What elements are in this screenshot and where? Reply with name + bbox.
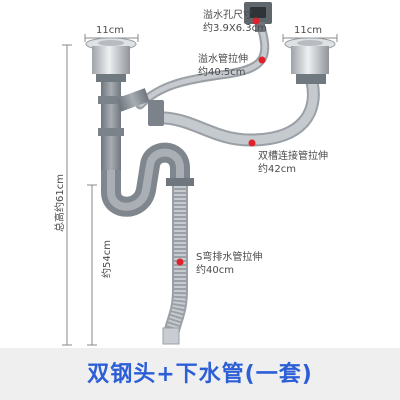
s-trap-pipe-value: 约40cm (196, 265, 234, 276)
s-trap-pipe-title: S弯排水管拉伸 (196, 252, 263, 263)
right-sink-width-label: 11cm (294, 25, 322, 36)
marker-s-trap-pipe (176, 258, 184, 266)
marker-overflow-pipe (258, 56, 266, 64)
trap-height-dimension (87, 184, 97, 346)
overflow-hole-size-title: 溢水孔尺寸 (203, 10, 253, 21)
overflow-hole-size-value: 约3.9X6.3cm (203, 23, 267, 34)
marker-double-sink-pipe (248, 139, 256, 147)
trap-height-label: 约54cm (102, 240, 113, 278)
marker-overflow-hole (252, 17, 260, 25)
left-sink-width-label: 11cm (96, 25, 124, 36)
product-banner: 双钢头+下水管(一套) (0, 348, 400, 400)
right-sink-strainer (284, 37, 336, 84)
left-sink-strainer (85, 37, 137, 82)
banner-title: 双钢头+下水管(一套) (87, 362, 313, 387)
overflow-pipe-value: 约40.5cm (198, 67, 246, 78)
double-sink-pipe-value: 约42cm (258, 164, 296, 175)
left-drain-pipe (98, 82, 164, 172)
overflow-pipe-title: 溢水管拉伸 (198, 54, 248, 65)
overflow-box (244, 2, 272, 32)
double-sink-pipe-title: 双槽连接管拉伸 (258, 151, 328, 162)
s-trap (101, 142, 194, 217)
total-height-label: 总高约61cm (55, 174, 66, 232)
total-height-dimension (62, 44, 72, 346)
s-trap-drain-hose (162, 186, 188, 345)
